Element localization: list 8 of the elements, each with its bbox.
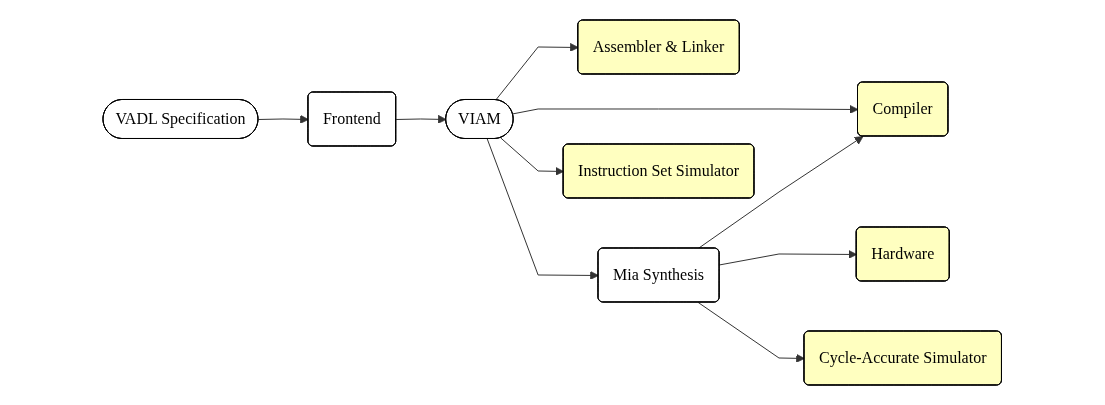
arrow (719, 250, 858, 266)
arrow (500, 137, 565, 176)
arrow (512, 105, 859, 115)
arrow (697, 302, 806, 363)
arrow (487, 138, 600, 280)
arrow (258, 114, 310, 124)
arrow (395, 114, 447, 124)
arrow (495, 43, 579, 101)
